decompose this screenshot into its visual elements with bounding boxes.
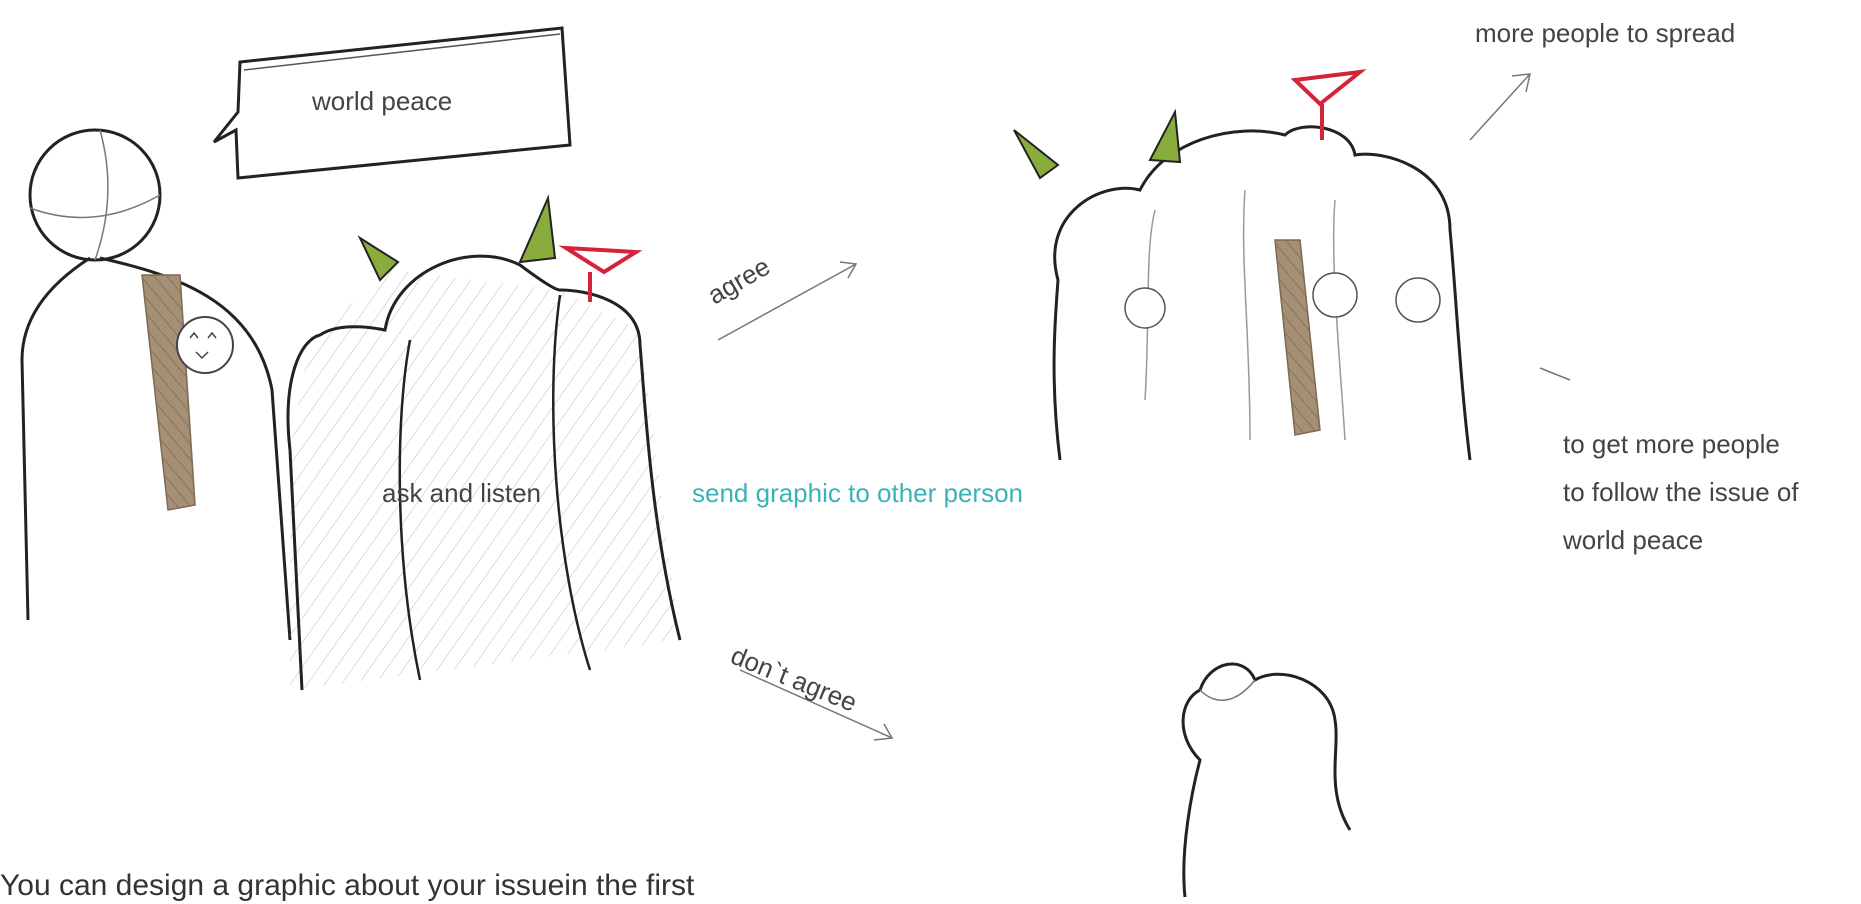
caption-text: You can design a graphic about your issu… [0, 868, 694, 904]
follow-line: world peace [1563, 516, 1853, 564]
listener-group [288, 198, 680, 690]
follow-line: to get more people [1563, 420, 1853, 468]
follow-line: to follow the issue of [1563, 468, 1853, 516]
speech-label: world peace [312, 86, 452, 117]
spread-label: more people to spread [1475, 18, 1735, 49]
speaker-figure [22, 130, 290, 640]
lone-figure [1183, 664, 1350, 897]
agreed-group [1014, 72, 1470, 460]
send-graphic-label: send graphic to other person [692, 478, 1023, 509]
spread-arrow [1470, 74, 1570, 380]
follow-issue-label: to get more people to follow the issue o… [1563, 420, 1853, 564]
ask-listen-label: ask and listen [382, 478, 541, 509]
